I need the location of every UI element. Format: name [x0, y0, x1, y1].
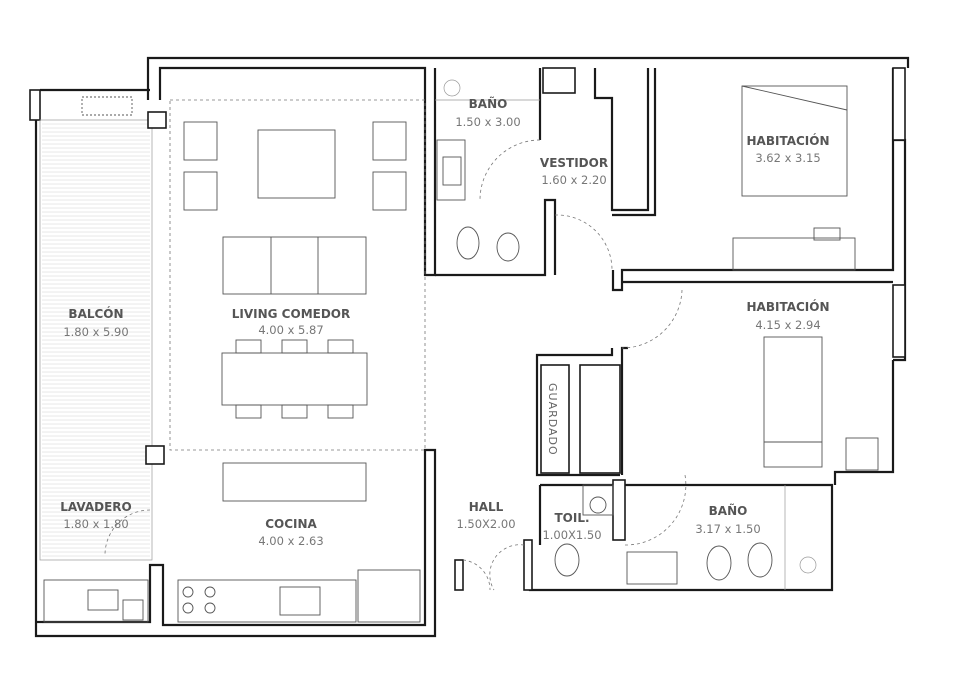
- room-name: LIVING COMEDOR: [232, 307, 350, 321]
- kitchen-counter: [43, 509, 421, 623]
- room-dims: 4.00 x 2.63: [258, 534, 323, 548]
- room-name: TOIL.: [554, 511, 589, 525]
- balcony: [39, 96, 167, 561]
- room-label-bano-1: BAÑO 1.50 x 3.00: [455, 96, 520, 129]
- room-label-cocina: COCINA 4.00 x 2.63: [258, 517, 323, 548]
- interior-walls: [435, 67, 907, 592]
- room-name: LAVADERO: [60, 500, 131, 514]
- room-label-hall: HALL 1.50X2.00: [456, 500, 515, 531]
- room-dims: 3.17 x 1.50: [695, 522, 760, 536]
- room-dims: 3.62 x 3.15: [755, 151, 820, 165]
- exterior-walls: [29, 56, 910, 638]
- room-label-toilette: TOIL. 1.00X1.50: [542, 511, 601, 542]
- room-dims: 4.00 x 5.87: [258, 323, 323, 337]
- room-label-lavadero: LAVADERO 1.80 x 1.80: [60, 500, 131, 531]
- bedroom-furniture: [732, 85, 879, 471]
- room-dims: 1.80 x 5.90: [63, 325, 128, 339]
- room-name: BAÑO: [709, 503, 748, 518]
- room-dims: 1.00X1.50: [542, 528, 601, 542]
- guardado-label: GUARDADO: [546, 383, 559, 456]
- room-dims: 1.80 x 1.80: [63, 517, 128, 531]
- room-name: VESTIDOR: [540, 156, 608, 170]
- room-label-balcon: BALCÓN 1.80 x 5.90: [63, 306, 128, 339]
- room-name: HABITACIÓN: [747, 299, 830, 314]
- room-label-vestidor: VESTIDOR 1.60 x 2.20: [540, 156, 608, 187]
- room-label-habitacion-1: HABITACIÓN 3.62 x 3.15: [747, 133, 830, 165]
- room-name: COCINA: [265, 517, 317, 531]
- living-furniture: [169, 99, 426, 502]
- room-name: BAÑO: [469, 96, 508, 111]
- room-name: BALCÓN: [68, 306, 123, 321]
- room-dims: 1.50X2.00: [456, 517, 515, 531]
- room-dims: 1.60 x 2.20: [541, 173, 606, 187]
- room-dims: 4.15 x 2.94: [755, 318, 820, 332]
- room-label-habitacion-2: HABITACIÓN 4.15 x 2.94: [747, 299, 830, 332]
- room-label-living-comedor: LIVING COMEDOR 4.00 x 5.87: [232, 307, 350, 337]
- room-name: HALL: [469, 500, 504, 514]
- room-label-bano-2: BAÑO 3.17 x 1.50: [695, 503, 760, 536]
- room-name: HABITACIÓN: [747, 133, 830, 148]
- bath-fixtures: [435, 79, 817, 591]
- room-dims: 1.50 x 3.00: [455, 115, 520, 129]
